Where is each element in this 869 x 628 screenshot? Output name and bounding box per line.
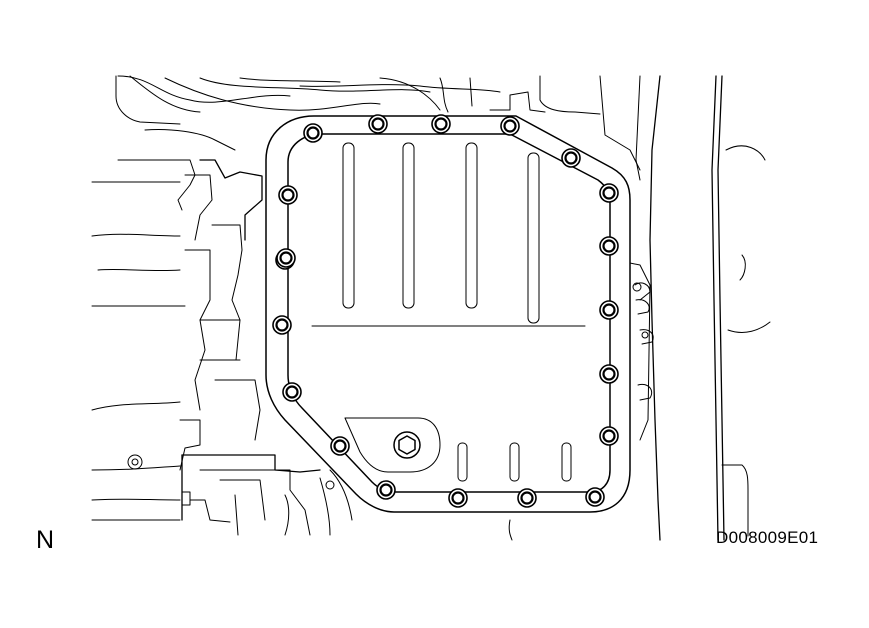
bolt-6: [599, 183, 619, 203]
bolt-17: [272, 315, 292, 335]
bolt-5: [561, 148, 581, 168]
drain-plug: [393, 431, 421, 459]
bolt-1: [303, 123, 323, 143]
bolt-15: [330, 436, 350, 456]
bolt-9: [599, 364, 619, 384]
bolt-7: [599, 236, 619, 256]
transmission-housing: [91, 75, 771, 541]
bolt-11: [585, 487, 605, 507]
bolt-16: [282, 382, 302, 402]
corner-label: N: [36, 526, 55, 554]
bolt-4: [500, 116, 520, 136]
bolt-8: [599, 300, 619, 320]
bolt-14: [376, 480, 396, 500]
bolt-3: [431, 114, 451, 134]
bolt-20: [276, 248, 296, 268]
oil-pan: [265, 115, 631, 513]
figure-code: D008009E01: [716, 528, 819, 547]
bolt-19: [278, 185, 298, 205]
bolt-13: [448, 488, 468, 508]
bolt-10: [599, 426, 619, 446]
bolt-12: [517, 488, 537, 508]
pan-bolts: [272, 114, 619, 508]
bolt-2: [368, 114, 388, 134]
